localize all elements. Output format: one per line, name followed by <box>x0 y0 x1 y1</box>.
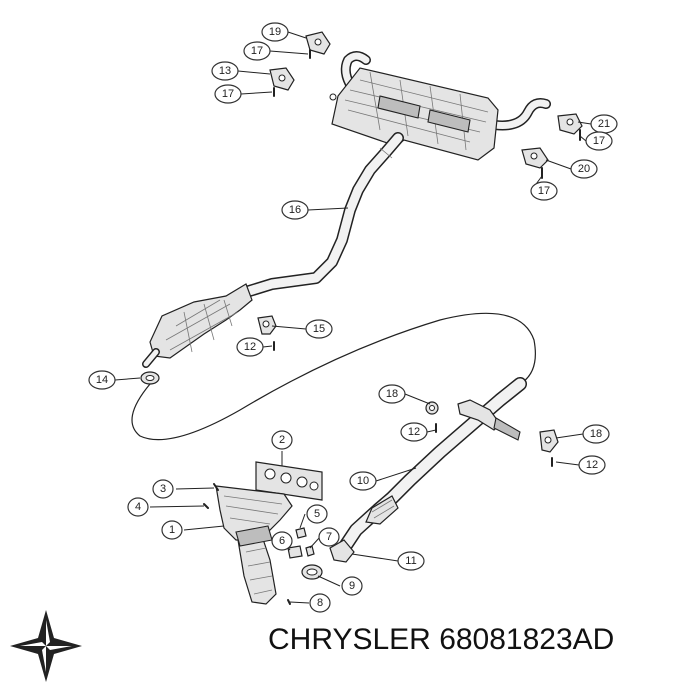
svg-text:5: 5 <box>314 508 320 520</box>
callout-20: 20 <box>570 159 598 179</box>
svg-text:17: 17 <box>222 88 234 100</box>
callout-6: 6 <box>271 531 293 551</box>
svg-text:18: 18 <box>386 388 398 400</box>
svg-text:14: 14 <box>96 374 108 386</box>
chrysler-star-logo <box>10 610 82 682</box>
callout-18: 18 <box>378 384 406 404</box>
svg-text:15: 15 <box>313 323 325 335</box>
svg-text:19: 19 <box>269 26 281 38</box>
callout-1: 1 <box>161 520 183 540</box>
svg-text:12: 12 <box>586 459 598 471</box>
brand-name: CHRYSLER <box>268 623 431 656</box>
hanger-20 <box>521 147 549 169</box>
callout-18: 18 <box>582 424 610 444</box>
svg-text:2: 2 <box>279 434 285 446</box>
svg-text:16: 16 <box>289 204 301 216</box>
hanger-13 <box>269 67 295 91</box>
callout-17: 17 <box>214 84 242 104</box>
clamp-14 <box>140 371 160 385</box>
callout-12: 12 <box>400 422 428 442</box>
callout-8: 8 <box>309 593 331 613</box>
svg-text:20: 20 <box>578 163 590 175</box>
callouts: 19 17 13 17 21 17 20 17 16 15 12 14 18 1… <box>88 22 618 613</box>
leader-lines <box>114 31 592 604</box>
svg-text:4: 4 <box>135 501 141 513</box>
svg-text:13: 13 <box>219 65 231 77</box>
small-fasteners <box>287 527 355 580</box>
svg-text:7: 7 <box>326 531 332 543</box>
callout-17: 17 <box>530 181 558 201</box>
front-pipe <box>337 377 527 555</box>
svg-text:8: 8 <box>317 597 323 609</box>
resonator <box>142 283 253 368</box>
callout-19: 19 <box>261 22 289 42</box>
hanger-19 <box>305 31 331 55</box>
callout-15: 15 <box>305 319 333 339</box>
callout-9: 9 <box>341 576 363 596</box>
o2-sensor-wire <box>131 312 536 441</box>
svg-text:17: 17 <box>538 185 550 197</box>
callout-16: 16 <box>281 200 309 220</box>
callout-11: 11 <box>397 551 425 571</box>
callout-14: 14 <box>88 370 116 390</box>
svg-text:1: 1 <box>169 524 175 536</box>
callout-12: 12 <box>578 455 606 475</box>
exhaust-manifold-converter <box>215 485 293 605</box>
manifold-gasket <box>255 461 323 501</box>
svg-text:17: 17 <box>593 135 605 147</box>
callout-17: 17 <box>585 131 613 151</box>
callout-17: 17 <box>243 41 271 61</box>
callout-21: 21 <box>590 114 618 134</box>
svg-text:3: 3 <box>160 483 166 495</box>
svg-text:10: 10 <box>357 475 369 487</box>
part-caption: CHRYSLER 68081823AD <box>268 615 700 665</box>
callout-3: 3 <box>152 479 174 499</box>
callout-12: 12 <box>236 337 264 357</box>
intermediate-pipe <box>240 132 404 298</box>
callout-13: 13 <box>211 61 239 81</box>
svg-text:12: 12 <box>408 426 420 438</box>
callout-7: 7 <box>318 527 340 547</box>
svg-text:12: 12 <box>244 341 256 353</box>
hanger-15 <box>257 315 277 335</box>
callout-5: 5 <box>306 504 328 524</box>
rear-muffler <box>329 51 551 161</box>
svg-text:17: 17 <box>251 45 263 57</box>
hanger-18-right <box>539 429 559 453</box>
part-number: 68081823AD <box>439 623 615 656</box>
svg-text:21: 21 <box>598 118 610 130</box>
svg-text:6: 6 <box>279 535 285 547</box>
callout-4: 4 <box>127 497 149 517</box>
hanger-21 <box>557 113 583 135</box>
callout-2: 2 <box>271 430 293 450</box>
svg-text:18: 18 <box>590 428 602 440</box>
callout-10: 10 <box>349 471 377 491</box>
svg-text:9: 9 <box>349 580 355 592</box>
svg-text:11: 11 <box>405 555 416 567</box>
